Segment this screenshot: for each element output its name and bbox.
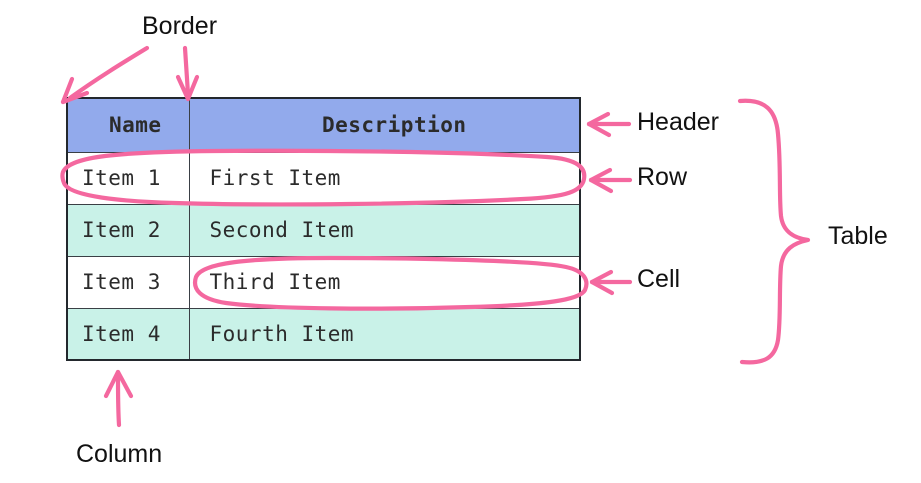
header-row: Name Description: [66, 97, 581, 153]
table-row: Item 3 Third Item: [66, 255, 581, 309]
table-row: Item 1 First Item: [66, 151, 581, 205]
table-header: Name Description: [66, 97, 581, 153]
column-up-arrow-icon: [103, 369, 134, 428]
cell-description: Third Item: [188, 255, 581, 309]
border-diagonal-arrow-icon: [60, 45, 150, 105]
annotation-label-row: Row: [637, 163, 688, 191]
cell-name: Item 1: [66, 151, 190, 205]
annotation-label-border: Border: [142, 12, 218, 40]
header-cell-description: Description: [188, 97, 581, 153]
header-left-arrow-icon: [586, 111, 632, 138]
cell-description: Fourth Item: [188, 307, 581, 361]
cell-name: Item 2: [66, 203, 190, 257]
annotation-label-cell: Cell: [637, 265, 681, 293]
table-row: Item 4 Fourth Item: [66, 307, 581, 361]
table-row: Item 2 Second Item: [66, 203, 581, 257]
cell-description: First Item: [188, 151, 581, 205]
table-body: Item 1 First Item Item 2 Second Item Ite…: [66, 151, 581, 361]
cell-name: Item 3: [66, 255, 190, 309]
header-cell-name: Name: [66, 97, 190, 153]
annotation-label-table: Table: [828, 222, 888, 250]
border-down-arrow-icon: [175, 45, 200, 102]
table-curly-brace-icon: [737, 98, 811, 365]
table-container: Name Description Item 1 First Item Item …: [66, 97, 581, 361]
cell-name: Item 4: [66, 307, 190, 361]
row-left-arrow-icon: [588, 167, 633, 194]
annotation-label-column: Column: [76, 440, 163, 468]
cell-left-arrow-icon: [589, 269, 633, 296]
annotation-label-header: Header: [637, 108, 719, 136]
demo-table: Name Description Item 1 First Item Item …: [66, 97, 581, 361]
cell-description: Second Item: [188, 203, 581, 257]
